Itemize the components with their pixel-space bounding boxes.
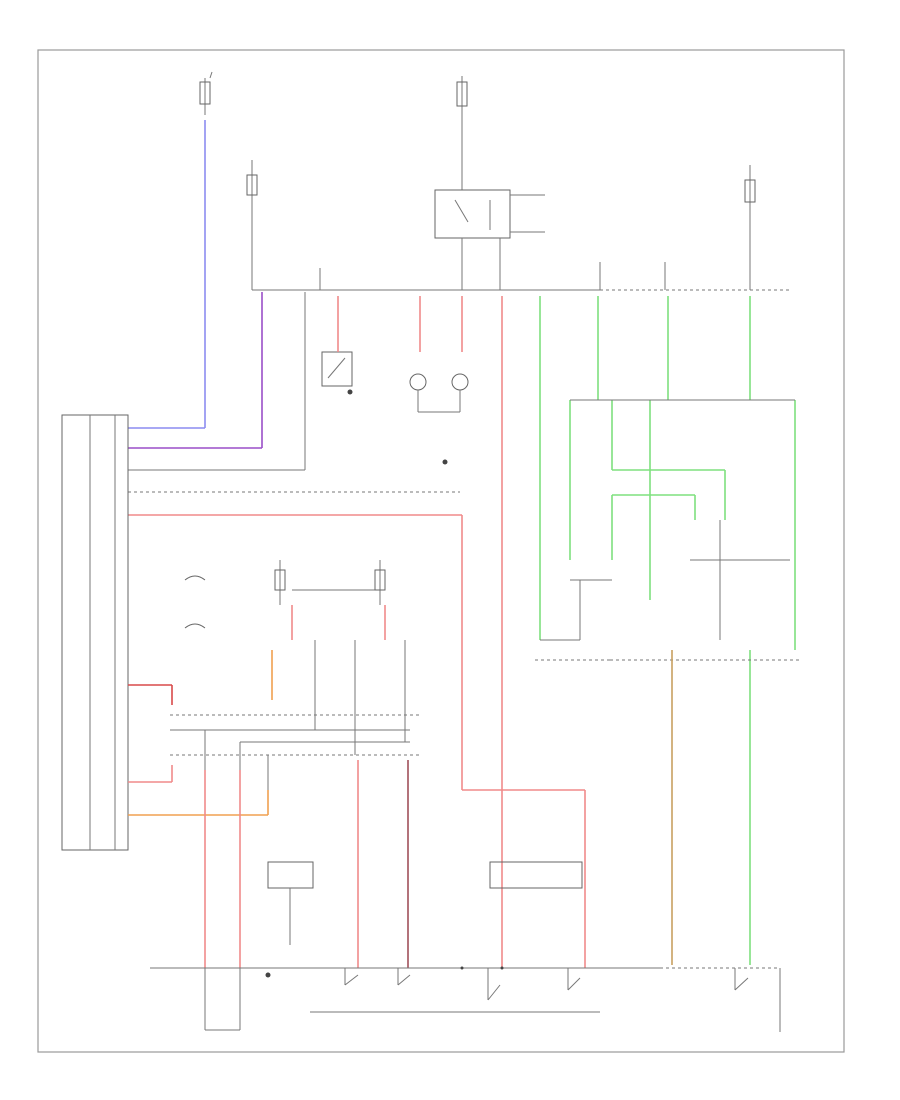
fuse-feed-small [246, 160, 258, 290]
switch-2 [397, 968, 411, 986]
fuse-feed-right [744, 165, 756, 290]
switch-5 [734, 968, 749, 991]
fuse-feed-center [456, 76, 468, 190]
diagram-frame [37, 49, 845, 1053]
switch-4 [567, 968, 581, 991]
green-wiring [539, 296, 796, 965]
sensor-switch [321, 351, 353, 395]
connector-row [271, 640, 406, 700]
indicator-symbols [184, 575, 206, 629]
left-connector [61, 414, 129, 851]
fuse-feed-left [199, 71, 213, 115]
bottom-box-left [204, 968, 241, 1031]
switch-3 [487, 968, 501, 1001]
mid-fuses [274, 560, 386, 605]
lamp-right [451, 373, 469, 412]
lamp-left [409, 373, 427, 412]
dimmer-module [267, 861, 314, 945]
switch-1 [344, 968, 359, 986]
main-relay [434, 189, 545, 290]
relay-lower [489, 861, 583, 889]
